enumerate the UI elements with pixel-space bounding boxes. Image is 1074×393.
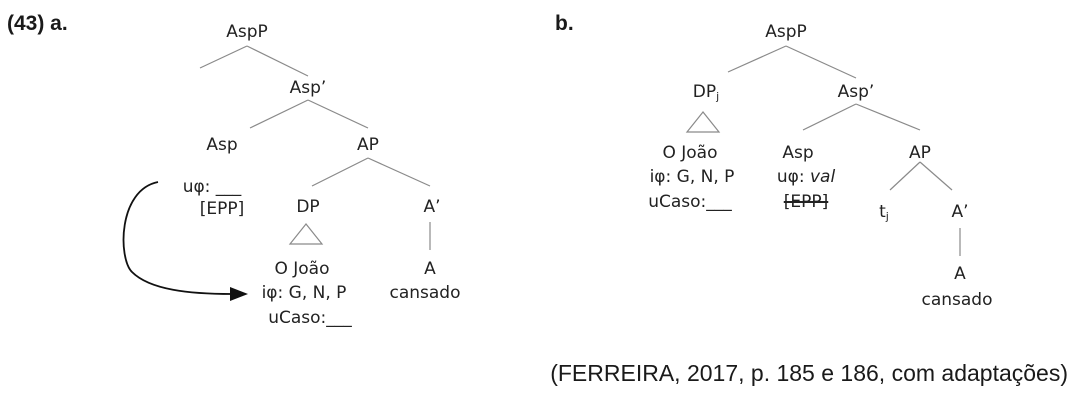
triangle-a-dp <box>288 223 324 245</box>
tree-a-asp-epp: [EPP] <box>199 199 245 219</box>
citation: (FERREIRA, 2017, p. 185 e 186, com adapt… <box>550 360 1068 386</box>
tree-b-asp-epp-struck: [EPP] <box>784 192 829 212</box>
tree-b-a: A <box>954 264 966 284</box>
tree-b-dp: DPj <box>693 82 719 102</box>
branch-a-ap-dp <box>311 157 369 187</box>
tree-a-dp-phi-feature: iφ: G, N, P <box>261 283 347 303</box>
tree-b-dp-head: O João <box>662 143 718 163</box>
tree-b-trace: tj <box>879 202 889 222</box>
tree-a-aspp: AspP <box>226 22 268 42</box>
tree-b-asp-bar: Asp’ <box>837 82 875 102</box>
branch-b-aspp-dp <box>727 45 787 73</box>
tree-a-a-bar: A’ <box>423 197 441 217</box>
branch-b-aspbar-ap <box>855 103 921 131</box>
tree-b-dp-case: uCaso:___ <box>648 192 732 212</box>
tree-b-ap: AP <box>909 143 931 163</box>
tree-a-a: A <box>424 259 436 279</box>
tree-b-asp-epp-text: [EPP] <box>783 192 829 212</box>
branch-a-aspp-aspbar <box>246 45 309 77</box>
branch-a-aspbar-asp <box>249 99 309 129</box>
tree-b-asp-phi-feature: uφ: val <box>777 167 835 187</box>
triangle-b-dp <box>685 111 721 133</box>
example-label-a: (43) a. <box>7 12 68 35</box>
movement-arrowhead <box>230 287 248 301</box>
tree-b-dp-phi-feature: iφ: G, N, P <box>649 167 735 187</box>
tree-b-dp-text: DP <box>692 82 717 102</box>
movement-arrow <box>122 181 233 295</box>
tree-a-asp: Asp <box>206 135 238 155</box>
tree-b-trace-index: j <box>885 210 889 223</box>
branch-a-aspbar-ap <box>307 99 369 129</box>
branch-b-ap-abar <box>919 161 953 191</box>
tree-b-asp-phi-value: val <box>809 167 836 187</box>
tree-b-a-bar: A’ <box>951 202 969 222</box>
branch-b-aspp-aspbar <box>785 45 857 79</box>
tree-a-asp-phi-feature: uφ: ___ <box>182 177 242 197</box>
tree-b-aspp: AspP <box>765 22 807 42</box>
tree-b-trace-text: t <box>879 202 886 222</box>
tree-a-asp-bar: Asp’ <box>289 78 327 98</box>
branch-b-ap-trace <box>889 161 921 191</box>
example-label-b: b. <box>555 12 574 35</box>
branch-a-ap-abar <box>367 157 431 187</box>
tree-b-dp-index: j <box>716 90 720 103</box>
tree-b-a-word: cansado <box>921 290 993 310</box>
branch-a-aspp-left <box>199 45 248 69</box>
branch-b-aspbar-asp <box>802 103 857 131</box>
tree-a-dp-head: O João <box>274 259 330 279</box>
tree-a-ap: AP <box>357 135 379 155</box>
tree-b-asp: Asp <box>782 143 814 163</box>
tree-b-asp-phi-prefix: uφ: <box>776 167 810 187</box>
tree-a-a-word: cansado <box>389 283 461 303</box>
tree-a-dp-case: uCaso:___ <box>268 308 352 328</box>
tree-a-dp: DP <box>296 197 320 217</box>
